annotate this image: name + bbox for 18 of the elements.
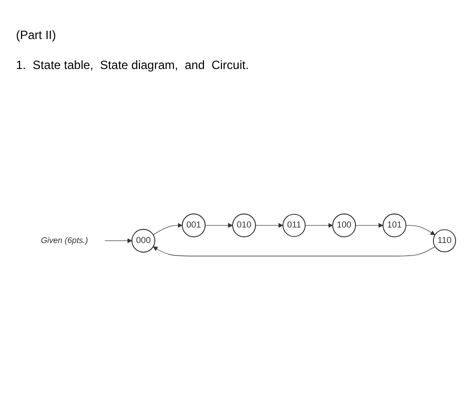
node-circle: 110 <box>432 229 456 252</box>
title: (Part II) <box>16 28 56 42</box>
node-circle: 101 <box>382 214 406 238</box>
node-text: Given (6pts.) <box>40 236 88 245</box>
arrow <box>152 222 182 236</box>
node-circle: 011 <box>282 214 306 237</box>
node-circle: 001 <box>182 214 206 238</box>
arrow <box>355 222 384 228</box>
arrow <box>204 222 233 228</box>
arrow <box>104 238 132 244</box>
arrow <box>255 222 284 228</box>
node-circle: 010 <box>232 214 256 238</box>
arrow <box>152 246 436 256</box>
node-circle: 100 <box>332 214 356 238</box>
arrow <box>406 225 436 236</box>
node-circle: 000 <box>132 228 156 253</box>
question-text: 1. State table, State diagram, and Circuit. <box>16 58 249 72</box>
arrow <box>304 222 333 228</box>
